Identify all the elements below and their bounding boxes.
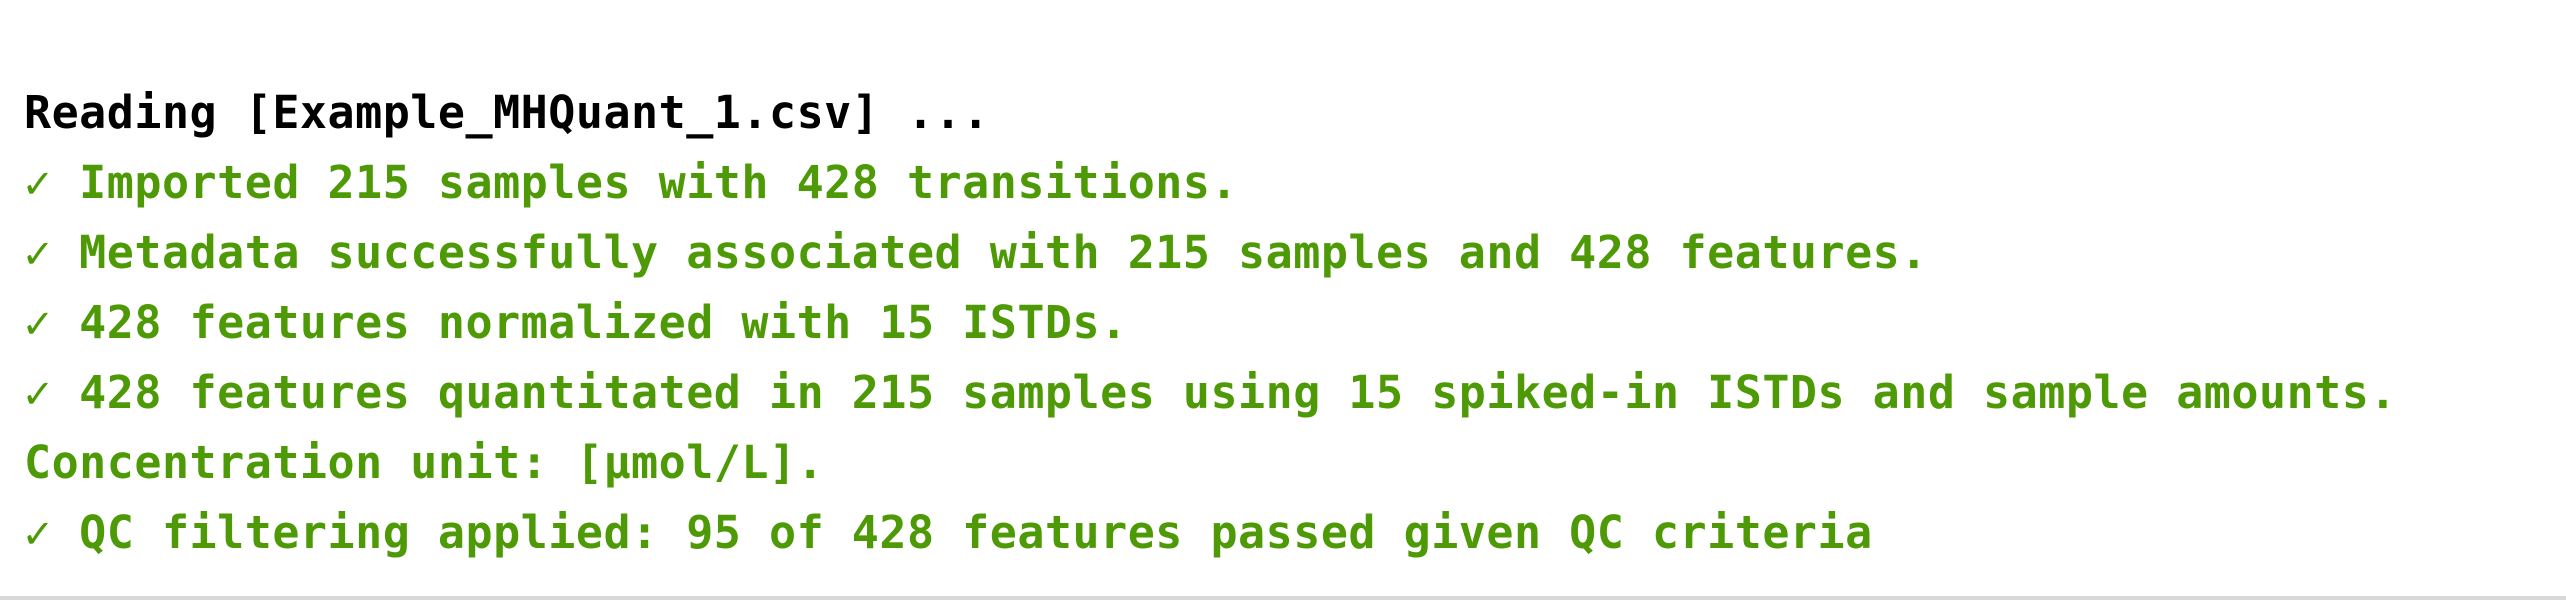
divider	[0, 596, 2566, 600]
console-line-reading: Reading [Example_MHQuant_1.csv] ...	[24, 86, 990, 139]
console-line-metadata: ✓ Metadata successfully associated with …	[24, 226, 1928, 279]
console-line-normalized: ✓ 428 features normalized with 15 ISTDs.	[24, 296, 1128, 349]
console-line-quantitated: ✓ 428 features quantitated in 215 sample…	[24, 366, 2397, 419]
console-line-qc-filtering: ✓ QC filtering applied: 95 of 428 featur…	[24, 506, 1873, 559]
console-lines: Reading [Example_MHQuant_1.csv] ... ✓ Im…	[24, 78, 2397, 568]
console-line-concentration-unit: Concentration unit: [µmol/L].	[24, 436, 825, 489]
console-line-imported: ✓ Imported 215 samples with 428 transiti…	[24, 156, 1239, 209]
